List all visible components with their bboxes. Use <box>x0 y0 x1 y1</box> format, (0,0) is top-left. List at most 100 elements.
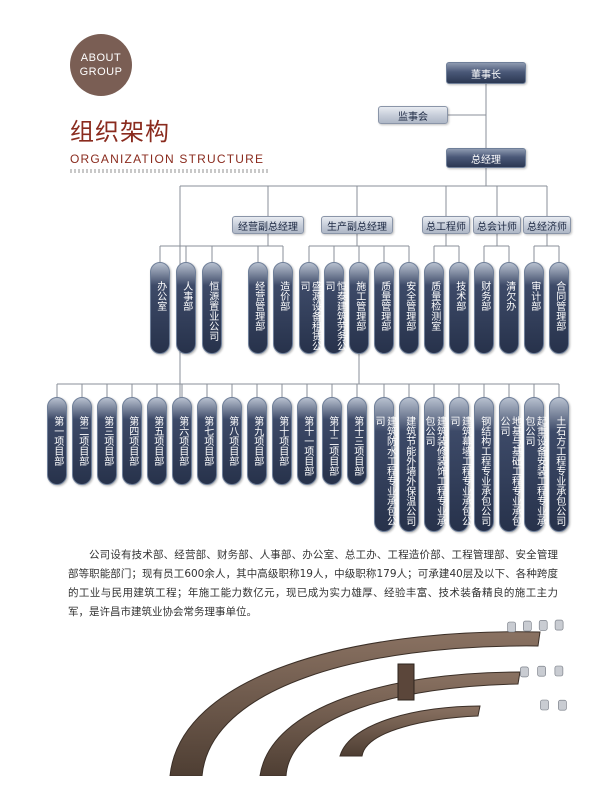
chair-shape <box>558 699 567 711</box>
node-chairman: 董事长 <box>446 62 526 84</box>
chair-shape <box>520 666 529 678</box>
chair-shape <box>537 665 546 677</box>
node-label: 第二项目部 <box>76 416 88 466</box>
node-label: 经营副总经理 <box>238 221 298 233</box>
unit-project-7: 第七项目部 <box>197 397 217 485</box>
node-label: 第八项目部 <box>226 416 238 466</box>
unit-project-10: 第十项目部 <box>272 397 292 485</box>
node-deputy-business: 经营副总经理 <box>232 216 304 234</box>
node-label: 质量检测室 <box>428 281 440 331</box>
chair-shape <box>540 699 549 711</box>
node-label: 生产副总经理 <box>327 221 387 233</box>
dept-safety-management: 安全管理部 <box>399 262 419 354</box>
dept-hengyuan-realty: 恒源置业公司 <box>202 262 222 354</box>
node-label: 第三项目部 <box>101 416 113 466</box>
node-label: 清欠办 <box>503 281 515 311</box>
org-chart: 董事长 监事会 总经理 经营副总经理 生产副总经理 总工程师 总会计师 总经济师… <box>47 62 571 532</box>
node-label: 恒源置业公司 <box>206 281 218 341</box>
node-label: 施工管理部 <box>353 281 365 331</box>
chair-shape <box>522 620 532 632</box>
node-label: 建筑装修装饰工程专业承包公司 <box>423 416 446 526</box>
node-label: 恒泰建筑劳务公司 <box>323 281 346 351</box>
node-label: 合同管理部 <box>553 281 565 331</box>
unit-project-3: 第三项目部 <box>97 397 117 485</box>
chair-shape <box>538 620 548 631</box>
unit-steel-structure-co: 钢结构工程专业承包公司 <box>474 397 494 532</box>
node-label: 董事长 <box>471 69 501 81</box>
dept-contract-management: 合同管理部 <box>549 262 569 354</box>
unit-project-5: 第五项目部 <box>147 397 167 485</box>
node-label: 第十二项目部 <box>326 416 338 476</box>
node-label: 安全管理部 <box>403 281 415 331</box>
dept-hengtai-labor: 恒泰建筑劳务公司 <box>323 262 346 354</box>
node-label: 土石方工程专业承包公司 <box>553 416 565 526</box>
about-group-badge: ABOUT GROUP <box>70 34 132 96</box>
unit-project-9: 第九项目部 <box>247 397 267 485</box>
node-label: 造价部 <box>277 281 289 311</box>
node-label: 建筑幕墙工程专业承包公司 <box>448 416 471 526</box>
node-chief-economist: 总经济师 <box>523 216 571 234</box>
node-label: 财务部 <box>478 281 490 311</box>
unit-earthwork-co: 土石方工程专业承包公司 <box>549 397 569 532</box>
node-label: 第四项目部 <box>126 416 138 466</box>
title-divider <box>70 169 270 173</box>
unit-project-1: 第一项目部 <box>47 397 67 485</box>
node-label: 地基与基础工程专业承包公司 <box>498 416 521 526</box>
node-label: 建筑节能外墙外保温公司 <box>403 416 415 526</box>
node-label: 审计部 <box>528 281 540 311</box>
node-label: 总经济师 <box>527 221 567 233</box>
unit-project-12: 第十二项目部 <box>322 397 342 485</box>
node-label: 第九项目部 <box>251 416 263 466</box>
unit-waterproofing-co: 建筑防水工程专业承包公司 <box>373 397 396 532</box>
node-label: 总工程师 <box>426 221 466 233</box>
node-label: 第六项目部 <box>176 416 188 466</box>
node-chief-accountant: 总会计师 <box>473 216 521 234</box>
badge-line-1: ABOUT <box>80 52 122 64</box>
dept-construction-management: 施工管理部 <box>349 262 369 354</box>
dept-debt-collection: 清欠办 <box>499 262 519 354</box>
meeting-room-illustration <box>169 619 567 776</box>
unit-lifting-equipment-co: 起重设备安装工程专业承包公司 <box>523 397 546 532</box>
unit-project-11: 第十一项目部 <box>297 397 317 485</box>
node-chief-engineer: 总工程师 <box>422 216 470 234</box>
unit-project-4: 第四项目部 <box>122 397 142 485</box>
node-label: 盛源设备租赁公司 <box>298 281 321 351</box>
node-label: 办公室 <box>154 281 166 311</box>
dept-quality-testing: 质量检测室 <box>424 262 444 354</box>
company-description: 公司设有技术部、经营部、财务部、人事部、办公室、总工办、工程造价部、工程管理部、… <box>68 549 558 618</box>
node-label: 第十一项目部 <box>301 416 313 476</box>
dept-finance: 财务部 <box>474 262 494 354</box>
chair-shape <box>507 621 516 633</box>
unit-foundation-co: 地基与基础工程专业承包公司 <box>498 397 521 532</box>
node-label: 钢结构工程专业承包公司 <box>478 416 490 526</box>
unit-project-13: 第十三项目部 <box>347 397 367 485</box>
page-title: 组织架构 <box>70 118 170 146</box>
node-label: 质量管理部 <box>378 281 390 331</box>
unit-curtain-wall-co: 建筑幕墙工程专业承包公司 <box>448 397 471 532</box>
node-label: 总经理 <box>471 154 501 166</box>
dept-quality-management: 质量管理部 <box>374 262 394 354</box>
badge-line-2: GROUP <box>79 66 123 78</box>
chair-shape <box>554 619 564 631</box>
chair-shape <box>554 665 564 677</box>
dept-office: 办公室 <box>150 262 170 354</box>
node-label: 技术部 <box>453 281 465 311</box>
node-deputy-production: 生产副总经理 <box>321 216 393 234</box>
node-label: 第五项目部 <box>151 416 163 466</box>
dept-cost: 造价部 <box>273 262 293 354</box>
unit-project-2: 第二项目部 <box>72 397 92 485</box>
unit-decoration-co: 建筑装修装饰工程专业承包公司 <box>423 397 446 532</box>
org-chart-connectors <box>56 84 560 400</box>
dept-audit: 审计部 <box>524 262 544 354</box>
dept-business-management: 经营管理部 <box>248 262 268 354</box>
node-label: 总会计师 <box>477 221 517 233</box>
node-label: 第十项目部 <box>276 416 288 466</box>
node-label: 监事会 <box>398 111 428 123</box>
node-label: 第一项目部 <box>51 416 63 466</box>
unit-insulation-co: 建筑节能外墙外保温公司 <box>399 397 419 532</box>
node-supervisory-board: 监事会 <box>378 106 448 124</box>
node-label: 人事部 <box>180 281 192 311</box>
node-label: 建筑防水工程专业承包公司 <box>373 416 396 526</box>
node-label: 经营管理部 <box>252 281 264 331</box>
unit-project-8: 第八项目部 <box>222 397 242 485</box>
